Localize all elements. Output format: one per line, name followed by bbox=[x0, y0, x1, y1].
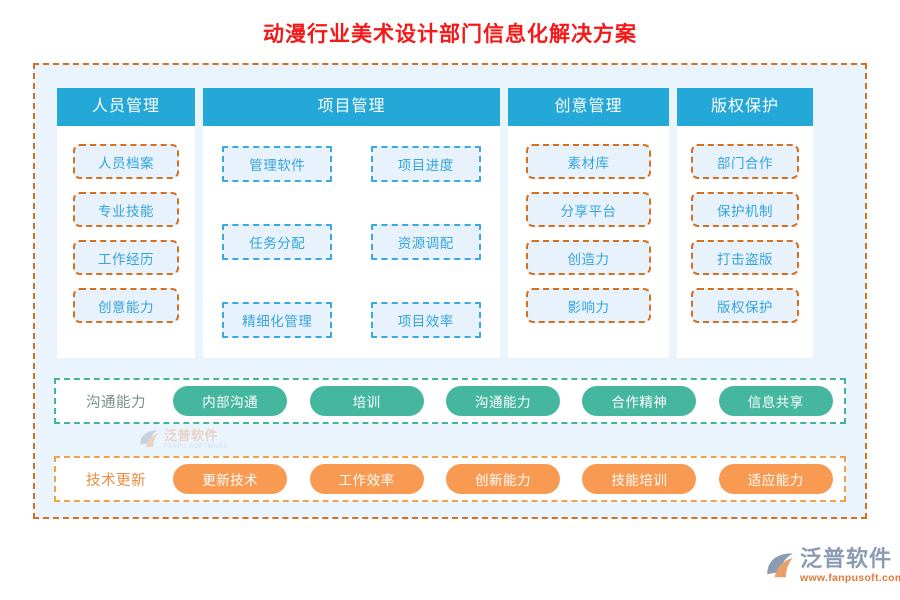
pill-item[interactable]: 更新技术 bbox=[173, 464, 288, 494]
band-pills-tech-update: 更新技术 工作效率 创新能力 技能培训 适应能力 bbox=[162, 464, 844, 494]
pill-item[interactable]: 内部沟通 bbox=[173, 386, 288, 416]
column-header-copyright: 版权保护 bbox=[677, 88, 813, 126]
item-chip[interactable]: 人员档案 bbox=[73, 144, 179, 179]
column-body-project: 管理软件 项目进度 任务分配 资源调配 精细化管理 项目效率 bbox=[203, 126, 500, 358]
brand-logo-text: 泛普软件 www.fanpusoft.com bbox=[800, 548, 900, 584]
item-chip[interactable]: 打击盗版 bbox=[691, 240, 799, 275]
item-chip[interactable]: 影响力 bbox=[526, 288, 651, 323]
column-header-personnel: 人员管理 bbox=[57, 88, 195, 126]
item-chip[interactable]: 素材库 bbox=[526, 144, 651, 179]
band-label-tech-update: 技术更新 bbox=[86, 472, 146, 489]
item-chip[interactable]: 创造力 bbox=[526, 240, 651, 275]
item-chip[interactable]: 精细化管理 bbox=[222, 302, 333, 338]
fanpu-logo-icon bbox=[765, 551, 795, 581]
item-chip[interactable]: 分享平台 bbox=[526, 192, 651, 227]
column-header-creative: 创意管理 bbox=[508, 88, 669, 126]
item-chip[interactable]: 创意能力 bbox=[73, 288, 179, 323]
item-chip[interactable]: 管理软件 bbox=[222, 146, 333, 182]
column-body-copyright: 部门合作 保护机制 打击盗版 版权保护 bbox=[677, 126, 813, 358]
category-column-copyright: 版权保护 部门合作 保护机制 打击盗版 版权保护 bbox=[677, 88, 813, 358]
band-pills-communication: 内部沟通 培训 沟通能力 合作精神 信息共享 bbox=[162, 386, 844, 416]
category-columns: 人员管理 人员档案 专业技能 工作经历 创意能力 项目管理 管理软件 项目进度 … bbox=[57, 88, 843, 358]
pill-item[interactable]: 合作精神 bbox=[582, 386, 697, 416]
item-chip[interactable]: 资源调配 bbox=[370, 224, 481, 260]
item-chip[interactable]: 任务分配 bbox=[222, 224, 333, 260]
brand-name: 泛普软件 bbox=[800, 546, 893, 571]
pill-item[interactable]: 沟通能力 bbox=[445, 386, 560, 416]
band-label-communication: 沟通能力 bbox=[86, 394, 146, 411]
page-title: 动漫行业美术设计部门信息化解决方案 bbox=[263, 23, 637, 46]
pill-item[interactable]: 技能培训 bbox=[582, 464, 697, 494]
pill-item[interactable]: 创新能力 bbox=[445, 464, 560, 494]
category-column-personnel: 人员管理 人员档案 专业技能 工作经历 创意能力 bbox=[57, 88, 195, 358]
brand-url: www.fanpusoft.com bbox=[800, 572, 900, 584]
item-chip[interactable]: 工作经历 bbox=[73, 240, 179, 275]
column-body-creative: 素材库 分享平台 创造力 影响力 bbox=[508, 126, 669, 358]
pill-item[interactable]: 适应能力 bbox=[718, 464, 833, 494]
item-chip[interactable]: 版权保护 bbox=[691, 288, 799, 323]
pill-item[interactable]: 培训 bbox=[309, 386, 424, 416]
brand-logo: 泛普软件 www.fanpusoft.com bbox=[765, 548, 900, 584]
band-tech-update: 技术更新 更新技术 工作效率 创新能力 技能培训 适应能力 bbox=[54, 456, 846, 502]
column-body-personnel: 人员档案 专业技能 工作经历 创意能力 bbox=[57, 126, 195, 358]
item-chip[interactable]: 项目效率 bbox=[370, 302, 481, 338]
pill-item[interactable]: 工作效率 bbox=[309, 464, 424, 494]
item-chip[interactable]: 部门合作 bbox=[691, 144, 799, 179]
item-chip[interactable]: 保护机制 bbox=[691, 192, 799, 227]
category-column-project: 项目管理 管理软件 项目进度 任务分配 资源调配 精细化管理 项目效率 bbox=[203, 88, 500, 358]
category-column-creative: 创意管理 素材库 分享平台 创造力 影响力 bbox=[508, 88, 669, 358]
band-communication: 沟通能力 内部沟通 培训 沟通能力 合作精神 信息共享 bbox=[54, 378, 846, 424]
column-header-project: 项目管理 bbox=[203, 88, 500, 126]
item-chip[interactable]: 专业技能 bbox=[73, 192, 179, 227]
item-chip[interactable]: 项目进度 bbox=[370, 146, 481, 182]
pill-item[interactable]: 信息共享 bbox=[718, 386, 833, 416]
